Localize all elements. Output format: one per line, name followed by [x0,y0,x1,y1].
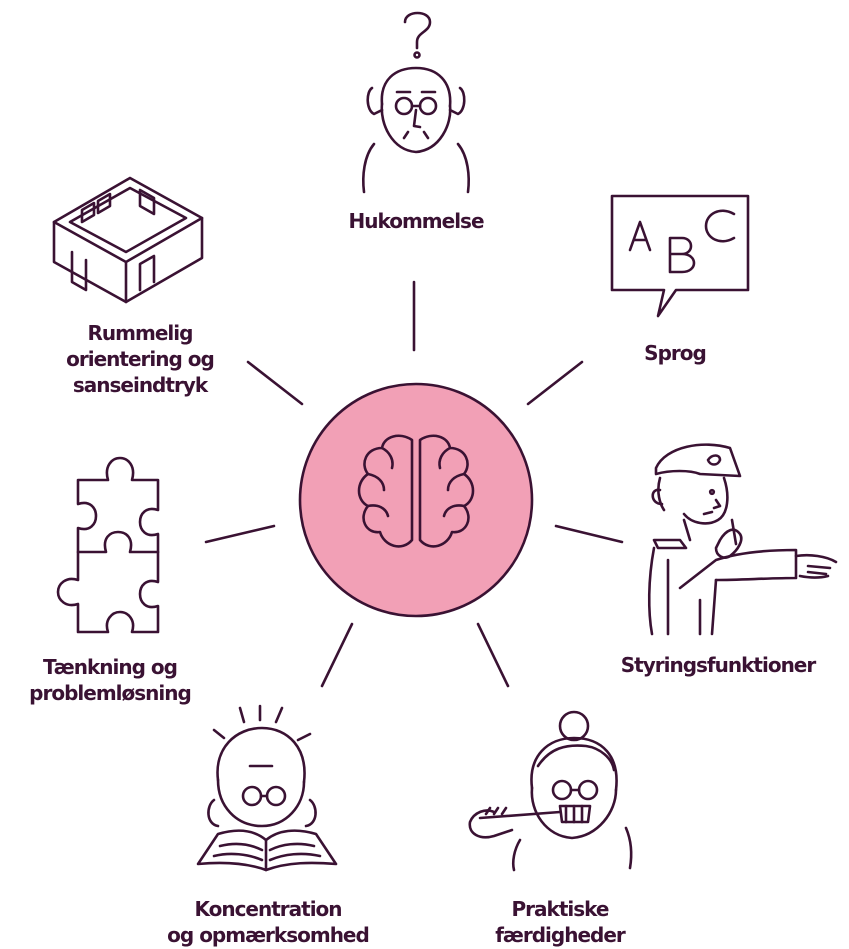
label-line: problemløsning [29,681,192,705]
speech-bubble-abc-icon [610,194,750,318]
label-line: færdigheder [495,923,626,947]
elderly-woman-toothbrush-icon [468,710,633,872]
label-line: Praktiske [511,897,610,921]
label-thinking: Tænkning og problemløsning [10,654,210,706]
label-executive: Styringsfunktioner [598,652,838,678]
man-reading-book-icon [196,704,338,872]
room-3d-icon [52,176,204,304]
connector-spoke-language [526,360,584,406]
center-node [298,382,534,618]
label-line: Styringsfunktioner [620,653,816,677]
label-memory: Hukommelse [300,208,532,234]
label-language: Sprog [620,340,730,366]
label-concentration: Koncentration og opmærksomhed [148,896,388,948]
connector-spoke-concentration [320,622,354,688]
connector-spoke-practical [476,622,510,688]
label-practical: Praktiske færdigheder [460,896,660,948]
label-line: og opmærksomhed [167,923,370,947]
connector-spokes [204,280,624,688]
label-spatial: Rummelig orientering og sanseindtryk [40,320,240,398]
connector-spoke-executive [554,524,624,544]
elderly-man-question-icon [362,11,470,194]
puzzle-pieces-icon [56,456,160,634]
label-line: Rummelig [87,321,194,345]
label-line: Hukommelse [348,209,484,233]
brain-icon [357,434,475,548]
label-line: sanseindtryk [72,373,208,397]
label-line: Sprog [644,341,707,365]
police-officer-pointing-icon [647,443,838,636]
connector-spoke-spatial [246,360,304,406]
label-line: Koncentration [194,897,342,921]
connector-spoke-thinking [204,524,276,544]
center-circle [298,382,534,618]
label-line: orientering og [66,347,215,371]
label-line: Tænkning og [43,655,178,679]
